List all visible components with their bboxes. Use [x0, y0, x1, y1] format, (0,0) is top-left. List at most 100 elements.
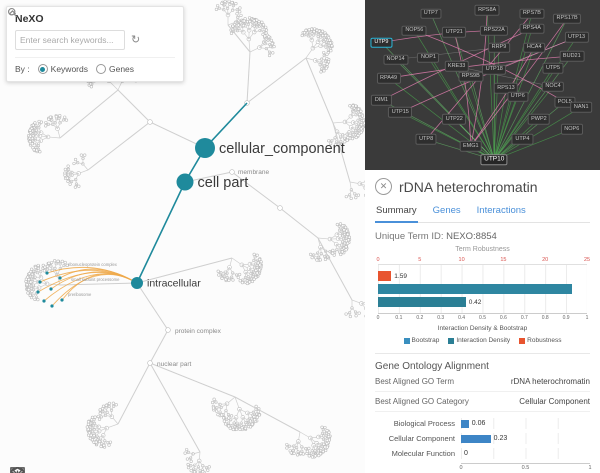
gene-node[interactable]: UTP5	[542, 62, 564, 74]
legend-label: Robustness	[527, 337, 562, 344]
tab-interactions[interactable]: Interactions	[476, 205, 526, 216]
close-button[interactable]: ✕	[375, 178, 392, 195]
gene-node[interactable]: UTP15	[388, 106, 413, 118]
gene-node[interactable]: RPS22A	[480, 25, 509, 36]
gene-node[interactable]: KRE33	[444, 61, 469, 72]
gene-node[interactable]: RPS4A	[519, 23, 545, 35]
gene-node[interactable]: UTP18	[482, 64, 507, 75]
go-alignment-heading: Gene Ontology Alignment	[375, 353, 590, 372]
gene-node[interactable]: RRP9	[488, 42, 510, 53]
tab-genes[interactable]: Genes	[432, 205, 461, 216]
gene-node[interactable]: UTP7	[420, 8, 442, 19]
tree-node-cell-part[interactable]	[176, 173, 194, 191]
gene-node[interactable]: BUD21	[559, 50, 585, 62]
bottom-axis-tick: 1	[585, 315, 589, 321]
gene-node[interactable]: UTP13	[564, 32, 589, 43]
go-chart-category: Biological Process	[393, 419, 455, 428]
go-axis-tick: 1	[588, 465, 592, 471]
bottom-axis-tick: 0.8	[541, 315, 549, 321]
by-label: By :	[15, 64, 30, 74]
radio-genes-dot[interactable]	[95, 64, 106, 74]
tree-node-label: cell part	[198, 175, 249, 191]
gene-node[interactable]: UTP6	[507, 91, 529, 103]
term-id-label: Unique Term ID:	[375, 231, 444, 242]
radio-keywords[interactable]: Keywords	[37, 64, 88, 74]
search-input[interactable]	[15, 30, 125, 50]
bottom-axis-tick: 0.4	[458, 315, 466, 321]
gene-node[interactable]: RPS9B	[458, 71, 484, 82]
tree-node-cellular-component[interactable]	[195, 138, 215, 158]
gene-node[interactable]: RPS7B	[519, 8, 545, 19]
go-axis-tick: 0.5	[521, 465, 530, 471]
tree-node-label: intracellular	[147, 278, 201, 290]
top-axis-tick: 20	[542, 257, 549, 263]
legend-swatch	[448, 337, 455, 344]
gene-node[interactable]: RPA49	[376, 72, 401, 84]
fit-to-screen-icon	[10, 467, 25, 473]
gene-node[interactable]: HCA4	[523, 42, 546, 53]
gene-network-panel[interactable]: UTP7 RPS8A RPS7B RPS17B NOP56 UTP21 RPS22A RPS4…	[365, 0, 600, 170]
gene-node[interactable]: NOP56	[401, 25, 427, 36]
bottom-axis-tick: 0.2	[416, 315, 424, 321]
radio-keywords-dot[interactable]	[37, 64, 48, 74]
robustness-bar	[378, 271, 392, 281]
cluster-label: preribosome	[68, 292, 92, 297]
gene-node[interactable]: RPS17B	[553, 13, 582, 24]
gene-node[interactable]: EMG1	[459, 140, 483, 152]
gene-node[interactable]: UTP10	[480, 154, 508, 166]
gene-node[interactable]: UTP22	[442, 113, 467, 125]
tab-summary[interactable]: Summary	[375, 201, 418, 223]
top-axis-tick: 10	[458, 257, 465, 263]
layers-icon	[10, 467, 25, 473]
gene-node[interactable]: NAN1	[570, 101, 593, 113]
gene-node[interactable]: UTP9	[370, 37, 392, 48]
go-score-bar	[461, 434, 491, 443]
gene-node[interactable]: UTP8	[415, 134, 437, 145]
chevron-up-icon[interactable]	[7, 7, 18, 18]
bottom-axis-tick: 0.5	[479, 315, 486, 321]
robustness-chart-title: Term Robustness	[455, 246, 510, 253]
legend-item: Robustness	[519, 337, 562, 344]
go-row-label: Best Aligned GO Category	[375, 397, 469, 406]
gene-node[interactable]: UTP4	[511, 134, 533, 145]
tree-node-intracellular[interactable]	[131, 277, 143, 289]
go-score-value: 0	[464, 450, 468, 457]
gene-node[interactable]: RPS13	[493, 83, 519, 94]
gene-node[interactable]: NOP6	[560, 123, 583, 135]
gene-node[interactable]: NOP14	[383, 54, 409, 65]
gene-node[interactable]: PWP2	[527, 113, 551, 125]
gene-node[interactable]: RPS8A	[474, 4, 500, 16]
gene-node[interactable]: NOP1	[417, 52, 440, 64]
legend-item: Bootstrap	[403, 337, 439, 344]
gene-node[interactable]: UTP21	[442, 27, 467, 38]
radio-genes-label: Genes	[108, 64, 135, 74]
tree-node-label: cellular_component	[219, 141, 345, 157]
legend-swatch	[519, 337, 526, 344]
bootstrap-bar	[378, 284, 573, 294]
radio-genes[interactable]: Genes	[95, 64, 135, 74]
search-icon[interactable]	[7, 7, 18, 18]
search-mode-row: By : Keywords Genes	[15, 57, 175, 74]
go-chart-category: Molecular Function	[391, 449, 455, 458]
top-axis-tick: 5	[418, 257, 422, 263]
bottom-axis-tick: 0.3	[437, 315, 445, 321]
gene-node[interactable]: DIM1	[371, 95, 392, 106]
reset-icon[interactable]: ↻	[131, 33, 141, 46]
term-detail-panel: ✕ rDNA heterochromatin Summary Genes Inter…	[365, 170, 600, 473]
bottom-axis-tick: 0.1	[395, 315, 403, 321]
go-score-bar	[461, 419, 469, 428]
go-chart-category: Cellular Component	[388, 434, 455, 443]
go-row-value: rDNA heterochromatin	[510, 377, 590, 386]
gene-node[interactable]: NOC4	[541, 81, 565, 92]
